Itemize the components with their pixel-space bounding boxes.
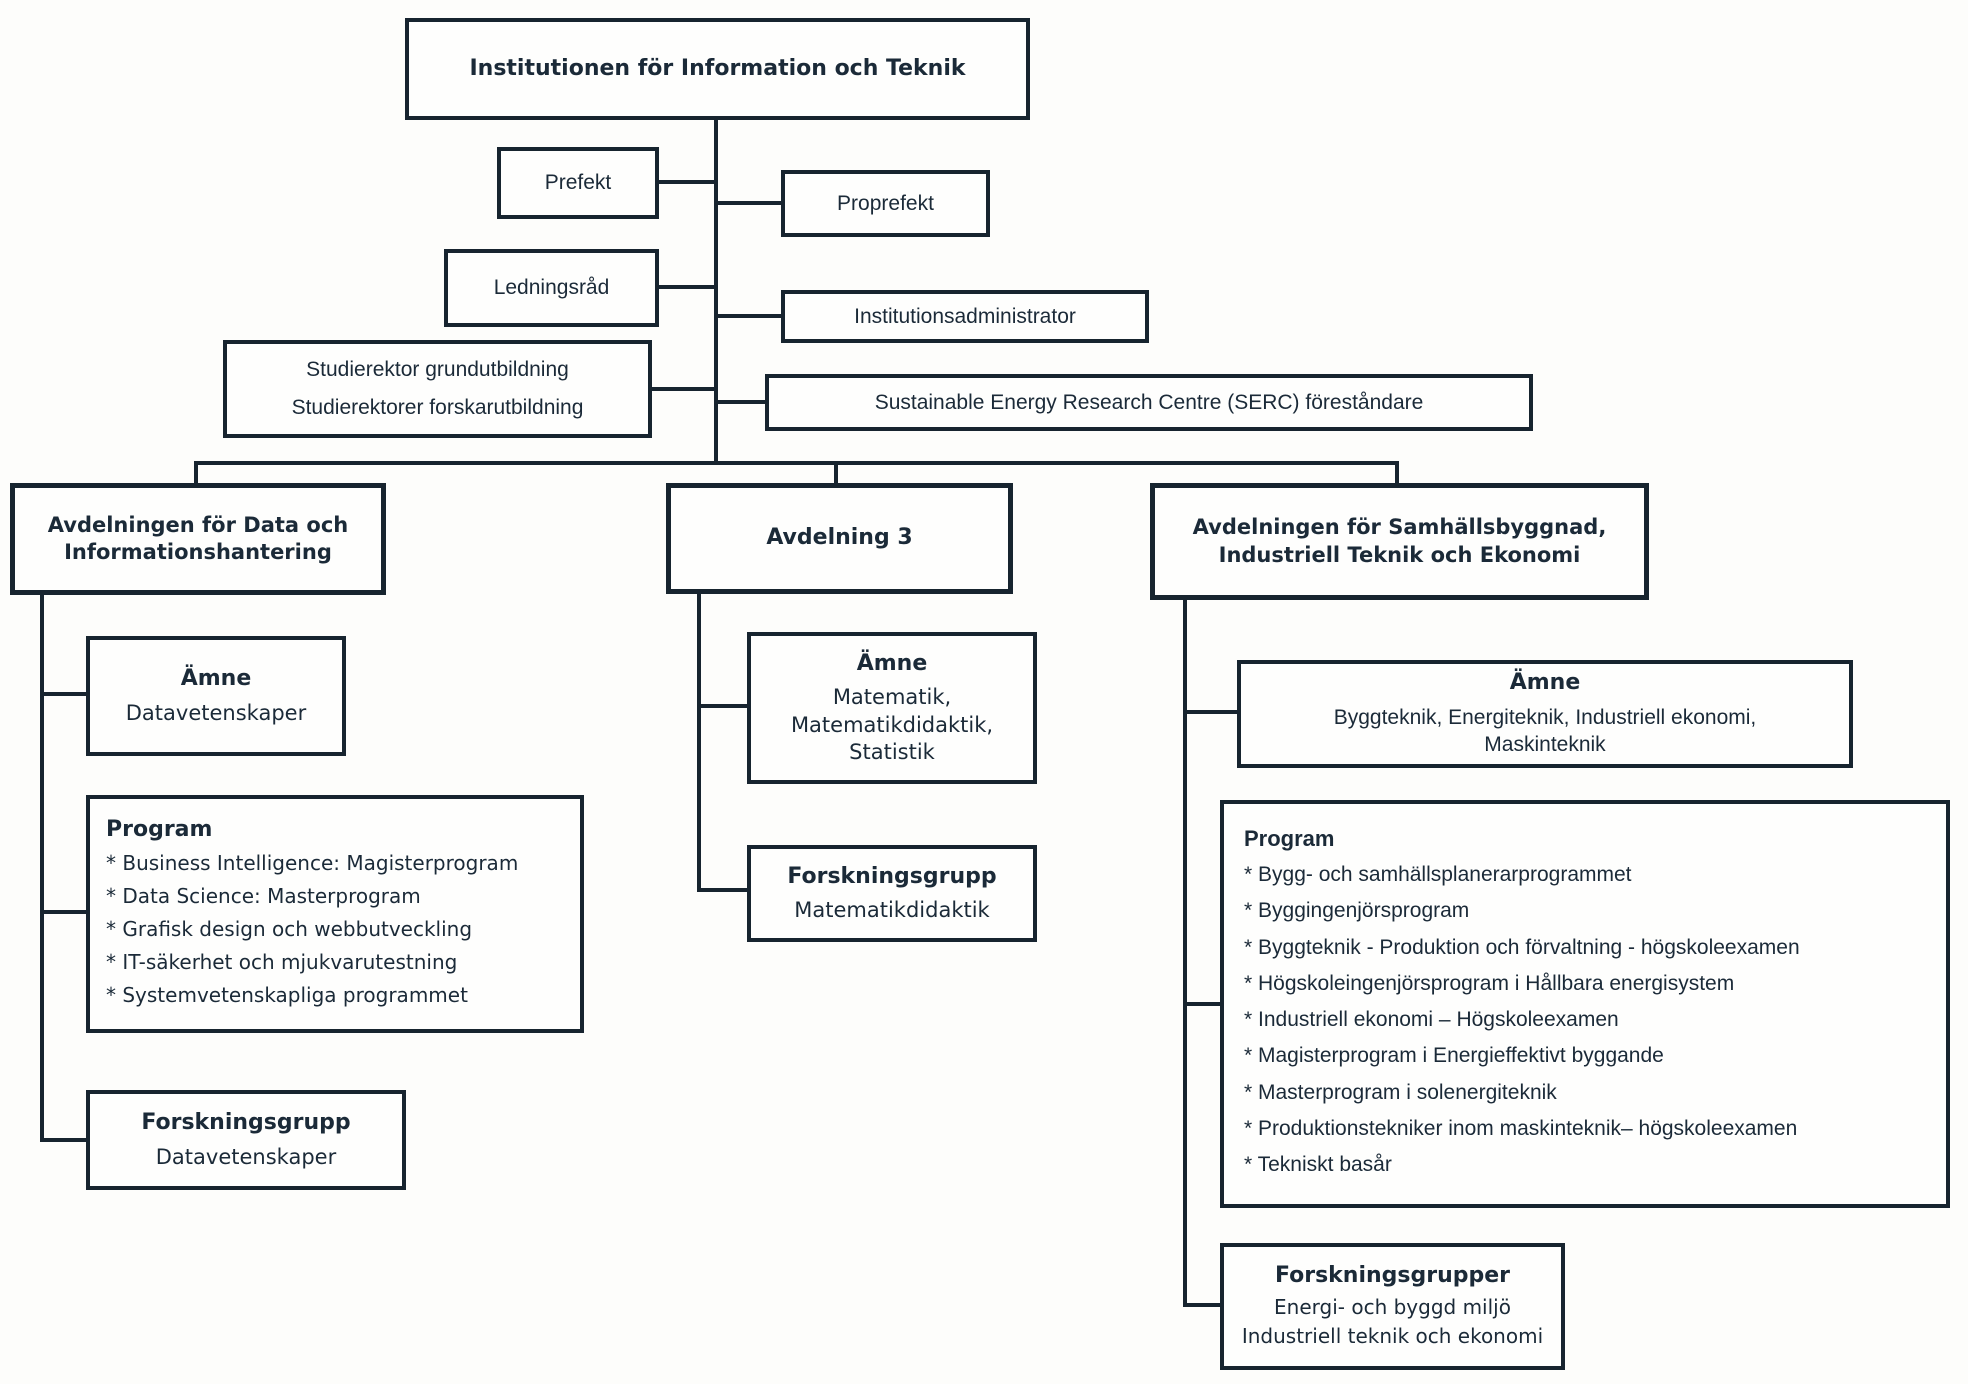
division-samhallsbyggnad-program-box: Program * Bygg- och samhällsplanerarprog… [1220,800,1950,1208]
program-item: * Business Intelligence: Magisterprogram [106,850,519,875]
connector-division3-program [1183,1002,1223,1006]
prefekt-box: Prefekt [497,147,659,219]
connector-institutionsadministrator [716,314,781,318]
connector-division1-program [40,910,88,914]
institutionsadministrator-label: Institutionsadministrator [854,304,1076,328]
program-item: * Byggteknik - Produktion och förvaltnin… [1244,935,1800,959]
division-avdelning3-amne-title: Ämne [856,650,928,676]
division-samhallsbyggnad-forskningsgrupper-box: Forskningsgrupper Energi- och byggd milj… [1220,1243,1565,1370]
connector-proprefekt [716,201,781,205]
program-item: * Högskoleingenjörsprogram i Hållbara en… [1244,971,1735,995]
studierektor-forskarutbildning-label: Studierektorer forskarutbildning [291,396,584,419]
division-samhallsbyggnad-amne-title: Ämne [1509,670,1581,696]
root-box: Institutionen för Information och Teknik [405,18,1030,120]
program-item: * Data Science: Masterprogram [106,883,421,908]
division-avdelning3-forskningsgrupp-box: Forskningsgrupp Matematikdidaktik [747,845,1037,942]
division-data-title: Avdelningen för Data och Informationshan… [47,512,349,564]
program-item: * Produktionstekniker inom maskinteknik–… [1244,1116,1798,1140]
division-avdelning3-amne-body: Matematik, Matematikdidaktik, Statistik [790,685,994,764]
division-data-amne-box: Ämne Datavetenskaper [86,636,346,756]
connector-division1-spine [40,593,44,1142]
division-avdelning3-box: Avdelning 3 [666,483,1013,594]
connector-division1-amne [40,692,88,696]
connector-stub-division1 [194,461,198,485]
connector-root-spine [714,120,718,465]
program-item: * IT-säkerhet och mjukvarutestning [106,949,458,974]
division-avdelning3-title: Avdelning 3 [766,525,913,551]
program-item: * Masterprogram i solenergiteknik [1244,1080,1557,1104]
forskningsgrupper-line: Energi- och byggd miljö [1274,1294,1511,1319]
division-data-program-title: Program [106,817,213,843]
connector-prefekt [659,180,716,184]
division-avdelning3-forskningsgrupp-body: Matematikdidaktik [794,898,990,923]
division-avdelning3-amne-box: Ämne Matematik, Matematikdidaktik, Stati… [747,632,1037,784]
connector-division2-amne [697,704,747,708]
connector-division3-spine [1183,598,1187,1307]
serc-label: Sustainable Energy Research Centre (SERC… [874,390,1424,414]
connector-division1-forskningsgrupp [40,1138,88,1142]
connector-division3-forskningsgrupper [1183,1303,1223,1307]
division-data-program-box: Program * Business Intelligence: Magiste… [86,795,584,1033]
proprefekt-label: Proprefekt [837,191,934,215]
division-avdelning3-forskningsgrupp-title: Forskningsgrupp [787,863,997,889]
division-samhallsbyggnad-box: Avdelningen för Samhällsbyggnad, Industr… [1150,483,1649,600]
connector-stub-division3 [1395,461,1399,485]
ledningsrad-box: Ledningsråd [444,249,659,327]
division-data-forskningsgrupp-body: Datavetenskaper [155,1144,337,1169]
connector-serc [716,400,765,404]
division-samhallsbyggnad-amne-box: Ämne Byggteknik, Energiteknik, Industrie… [1237,660,1853,768]
connector-branches-horizontal [194,461,1399,465]
prefekt-label: Prefekt [544,171,612,195]
division-samhallsbyggnad-program-title: Program [1244,825,1335,851]
division-data-forskningsgrupp-title: Forskningsgrupp [141,1110,351,1136]
ledningsrad-label: Ledningsråd [493,276,610,300]
proprefekt-box: Proprefekt [781,170,990,237]
connector-division3-amne [1183,710,1237,714]
program-item: * Byggingenjörsprogram [1244,899,1470,923]
connector-studierektor [652,387,716,391]
program-item: * Systemvetenskapliga programmet [106,982,468,1007]
serc-box: Sustainable Energy Research Centre (SERC… [765,374,1533,431]
program-item: * Tekniskt basår [1244,1153,1392,1177]
connector-division2-spine [697,592,701,892]
institutionsadministrator-box: Institutionsadministrator [781,290,1149,343]
division-samhallsbyggnad-title: Avdelningen för Samhällsbyggnad, Industr… [1192,515,1607,567]
program-item: * Grafisk design och webbutveckling [106,916,473,941]
division-data-amne-title: Ämne [180,666,252,692]
division-data-forskningsgrupp-box: Forskningsgrupp Datavetenskaper [86,1090,406,1190]
connector-ledningsrad [659,285,716,289]
connector-stub-division2 [834,461,838,485]
division-samhallsbyggnad-forskningsgrupper-title: Forskningsgrupper [1274,1263,1511,1289]
division-samhallsbyggnad-amne-body: Byggteknik, Energiteknik, Industriell ek… [1333,706,1757,757]
division-data-amne-body: Datavetenskaper [125,700,307,725]
program-item: * Magisterprogram i Energieffektivt bygg… [1244,1044,1664,1068]
studierektor-box: Studierektor grundutbildning Studierekto… [223,340,652,438]
connector-division2-forskningsgrupp [697,888,747,892]
division-data-box: Avdelningen för Data och Informationshan… [10,483,386,595]
forskningsgrupper-line: Industriell teknik och ekonomi [1241,1323,1544,1348]
root-title: Institutionen för Information och Teknik [469,55,966,81]
studierektor-grundutbildning-label: Studierektor grundutbildning [306,357,569,381]
program-item: * Industriell ekonomi – Högskoleexamen [1244,1008,1619,1032]
program-item: * Bygg- och samhällsplanerarprogrammet [1244,863,1632,887]
